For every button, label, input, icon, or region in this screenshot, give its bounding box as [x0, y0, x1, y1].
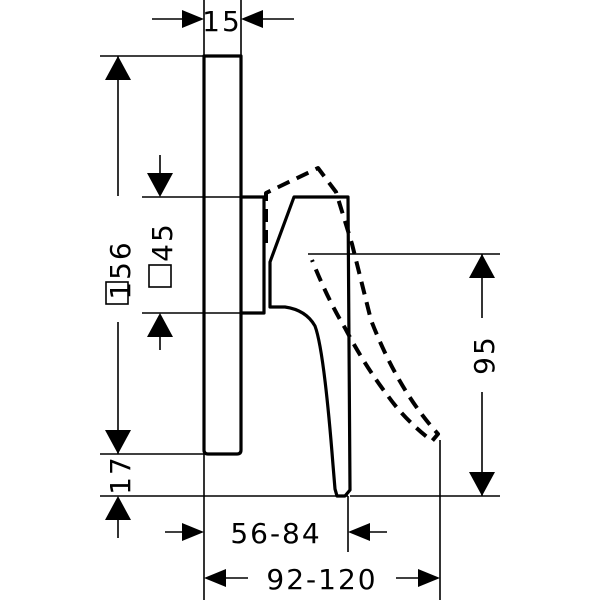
dim-plate-depth-label: 15	[202, 5, 242, 38]
dim-bottom-offset: 17	[100, 455, 348, 538]
square-symbol-icon	[105, 281, 129, 305]
dim-handle-height: 95	[308, 253, 501, 497]
mixer-handle	[268, 195, 352, 498]
dim-handle-height-label: 95	[468, 335, 501, 375]
dim-projection-short: 56-84	[165, 454, 387, 600]
mixer-handle-rotated	[264, 166, 440, 443]
dim-cover-size: 45	[142, 155, 241, 350]
square-symbol-icon	[148, 264, 172, 288]
dim-bottom-offset-label: 17	[104, 455, 137, 495]
dim-plate-depth: 15	[152, 0, 294, 56]
dim-projection-long-label: 92-120	[266, 563, 377, 596]
escutcheon-cover	[241, 195, 266, 315]
dim-plate-height-label: 156	[104, 240, 137, 299]
dim-plate-height: 156	[100, 55, 204, 455]
dim-projection-long: 92-120	[204, 440, 441, 600]
wall-plate	[202, 54, 243, 456]
dim-cover-size-label: 45	[146, 222, 179, 262]
dim-projection-short-label: 56-84	[230, 517, 321, 550]
